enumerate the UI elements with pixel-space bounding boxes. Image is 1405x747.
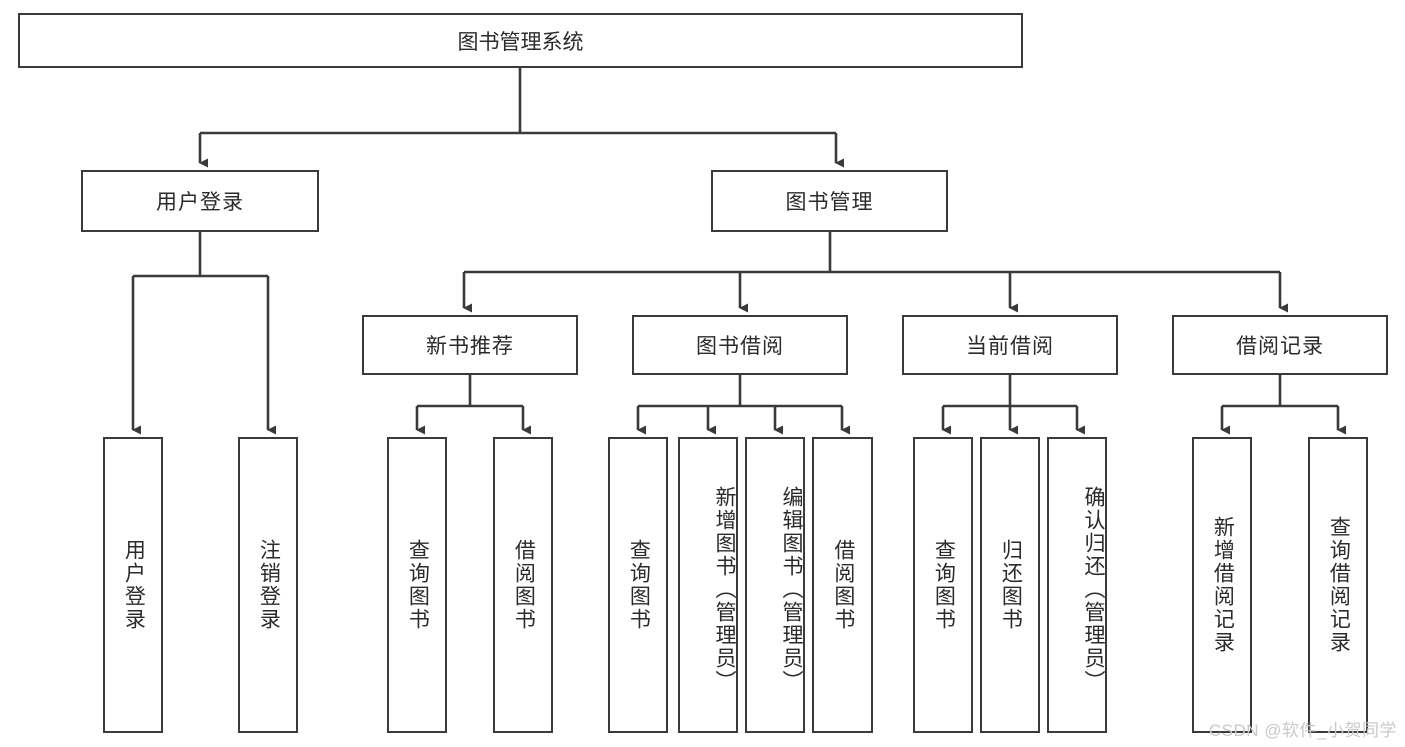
csdn-watermark: CSDN @软件_小贺同学 [1208,721,1397,740]
leaf-borrow-book-recommend[interactable]: 借阅图书 [493,437,553,733]
leaf-label: 新增借阅记录 [1211,516,1235,654]
node-book-borrow[interactable]: 图书借阅 [632,315,848,375]
leaf-add-borrow-record[interactable]: 新增借阅记录 [1192,437,1252,733]
node-borrow-records[interactable]: 借阅记录 [1172,315,1388,375]
leaf-edit-book-admin[interactable]: 编辑图书（管理员） [745,437,805,733]
leaf-label: 归还图书 [999,539,1023,631]
leaf-return-book[interactable]: 归还图书 [980,437,1040,733]
node-label: 图书管理 [785,191,874,214]
leaf-borrow-book[interactable]: 借阅图书 [812,437,873,733]
leaf-label: 编辑图书（管理员） [780,485,803,693]
node-current-borrow[interactable]: 当前借阅 [902,315,1118,375]
leaf-query-borrow-record[interactable]: 查询借阅记录 [1308,437,1368,733]
node-label: 图书管理系统 [457,30,584,54]
leaf-label: 查询图书 [932,539,956,631]
node-label: 借阅记录 [1236,335,1324,358]
node-book-management[interactable]: 图书管理 [711,170,948,232]
leaf-confirm-return-admin[interactable]: 确认归还（管理员） [1047,437,1107,733]
leaf-label: 新增图书（管理员） [713,485,736,693]
leaf-add-book-admin[interactable]: 新增图书（管理员） [678,437,738,733]
node-label: 用户登录 [156,191,244,214]
node-new-book-recommend[interactable]: 新书推荐 [362,315,578,375]
node-label: 新书推荐 [426,335,514,358]
leaf-label: 用户登录 [122,539,146,631]
leaf-label: 借阅图书 [512,539,536,631]
leaf-query-book-current[interactable]: 查询图书 [913,437,973,733]
leaf-user-login[interactable]: 用户登录 [103,437,163,733]
leaf-label: 查询图书 [627,539,651,631]
node-label: 当前借阅 [966,335,1054,358]
leaf-label: 确认归还（管理员） [1082,485,1105,693]
leaf-label: 借阅图书 [831,539,855,631]
leaf-label: 查询图书 [406,539,430,631]
leaf-user-logout[interactable]: 注销登录 [238,437,298,733]
node-root-system[interactable]: 图书管理系统 [18,13,1023,68]
leaf-label: 查询借阅记录 [1327,516,1351,654]
leaf-label: 注销登录 [257,539,281,631]
leaf-query-book-borrow[interactable]: 查询图书 [608,437,668,733]
leaf-query-book-recommend[interactable]: 查询图书 [387,437,447,733]
node-user-login[interactable]: 用户登录 [81,170,319,232]
node-label: 图书借阅 [696,335,784,358]
